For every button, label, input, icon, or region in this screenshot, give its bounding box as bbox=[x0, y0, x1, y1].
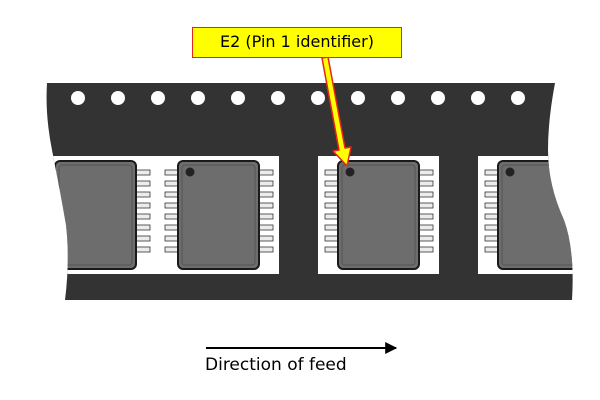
sprocket-hole bbox=[391, 91, 405, 105]
sprocket-hole bbox=[71, 91, 85, 105]
chip-body bbox=[337, 160, 420, 270]
feed-direction-label: Direction of feed bbox=[205, 355, 347, 375]
chip-body bbox=[497, 160, 573, 270]
sprocket-hole bbox=[351, 91, 365, 105]
sprocket-hole bbox=[271, 91, 285, 105]
tape-pocket-1 bbox=[46, 156, 159, 274]
pin1-dot bbox=[505, 167, 515, 177]
sprocket-hole bbox=[471, 91, 485, 105]
sprocket-hole bbox=[231, 91, 245, 105]
chip-body bbox=[54, 160, 137, 270]
sprocket-hole bbox=[111, 91, 125, 105]
chip-leads-right bbox=[416, 169, 434, 253]
tape-pocket-2 bbox=[158, 156, 279, 274]
callout-arrow bbox=[321, 56, 352, 167]
sprocket-holes bbox=[71, 91, 525, 105]
chip-leads-left bbox=[46, 169, 58, 253]
pin1-dot bbox=[345, 167, 355, 177]
sprocket-hole bbox=[151, 91, 165, 105]
sprocket-hole bbox=[511, 91, 525, 105]
sprocket-hole bbox=[311, 91, 325, 105]
tape-pocket-3 bbox=[318, 156, 439, 274]
chip-top bbox=[181, 164, 256, 266]
sprocket-hole bbox=[191, 91, 205, 105]
chip-leads-right bbox=[133, 169, 151, 253]
chip-top bbox=[341, 164, 416, 266]
chip-top bbox=[501, 164, 573, 266]
sprocket-hole bbox=[431, 91, 445, 105]
tape-pocket-4 bbox=[478, 156, 573, 274]
pin1-callout-label: E2 (Pin 1 identifier) bbox=[192, 27, 402, 58]
chip-body bbox=[177, 160, 260, 270]
pin1-dot bbox=[185, 167, 195, 177]
